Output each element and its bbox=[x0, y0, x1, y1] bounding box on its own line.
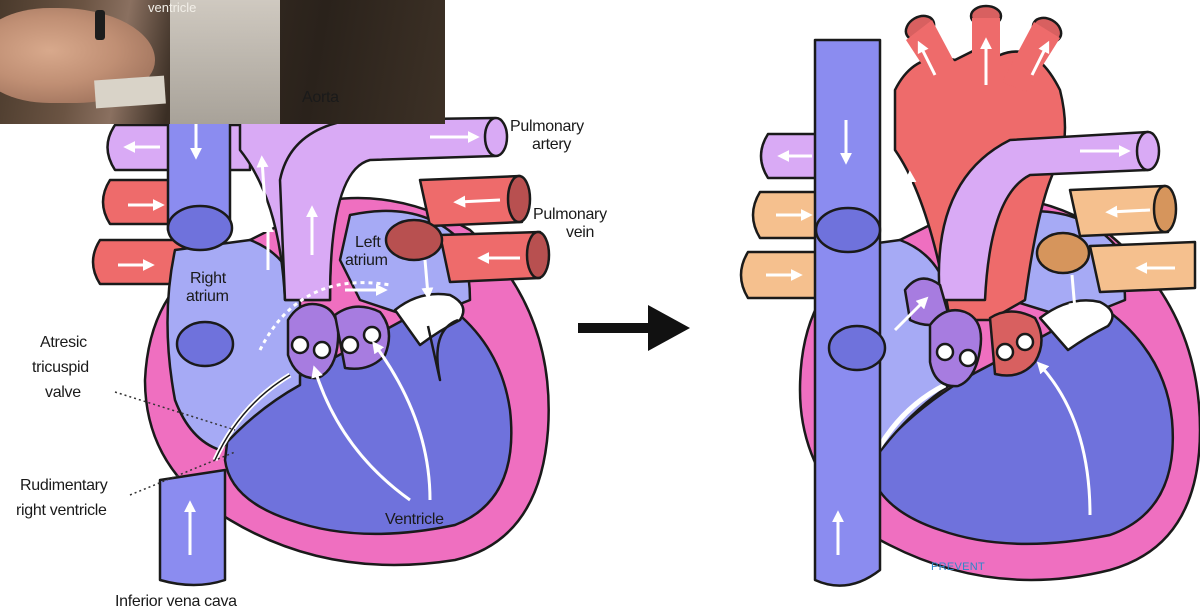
watermark-text: PREVENT bbox=[931, 561, 985, 573]
label-atresic-2: tricuspid bbox=[32, 358, 89, 377]
left-inferior-vena-cava bbox=[160, 470, 225, 585]
label-pulmonary-vein-1: Pulmonary bbox=[533, 205, 607, 224]
photo-device bbox=[95, 10, 105, 40]
label-right-atrium-1: Right bbox=[190, 269, 226, 288]
photo-paper bbox=[94, 76, 166, 109]
photo-shirt bbox=[170, 0, 280, 124]
right-heart bbox=[741, 6, 1200, 586]
label-atresic-3: valve bbox=[45, 383, 81, 402]
label-rudimentary-1: Rudimentary bbox=[20, 476, 107, 495]
video-inset-photo: ventricle bbox=[0, 0, 445, 124]
label-aorta: Aorta bbox=[302, 88, 339, 107]
left-pv-opening bbox=[386, 220, 442, 260]
left-ivc-opening bbox=[177, 322, 233, 366]
photo-caption: ventricle bbox=[148, 0, 196, 15]
label-atresic-1: Atresic bbox=[40, 333, 87, 352]
left-svc-opening bbox=[168, 206, 232, 250]
label-ventricle: Ventricle bbox=[385, 510, 444, 529]
label-pulmonary-artery-2: artery bbox=[532, 135, 571, 154]
label-rudimentary-2: right ventricle bbox=[16, 501, 107, 520]
label-left-atrium-2: atrium bbox=[345, 251, 388, 270]
transition-arrow bbox=[578, 305, 690, 351]
label-pulmonary-artery-1: Pulmonary bbox=[510, 117, 584, 136]
label-left-atrium-1: Left bbox=[355, 233, 381, 252]
label-right-atrium-2: atrium bbox=[186, 287, 229, 306]
label-inferior-vena-cava: Inferior vena cava bbox=[115, 592, 237, 611]
label-pulmonary-vein-2: vein bbox=[566, 223, 594, 242]
